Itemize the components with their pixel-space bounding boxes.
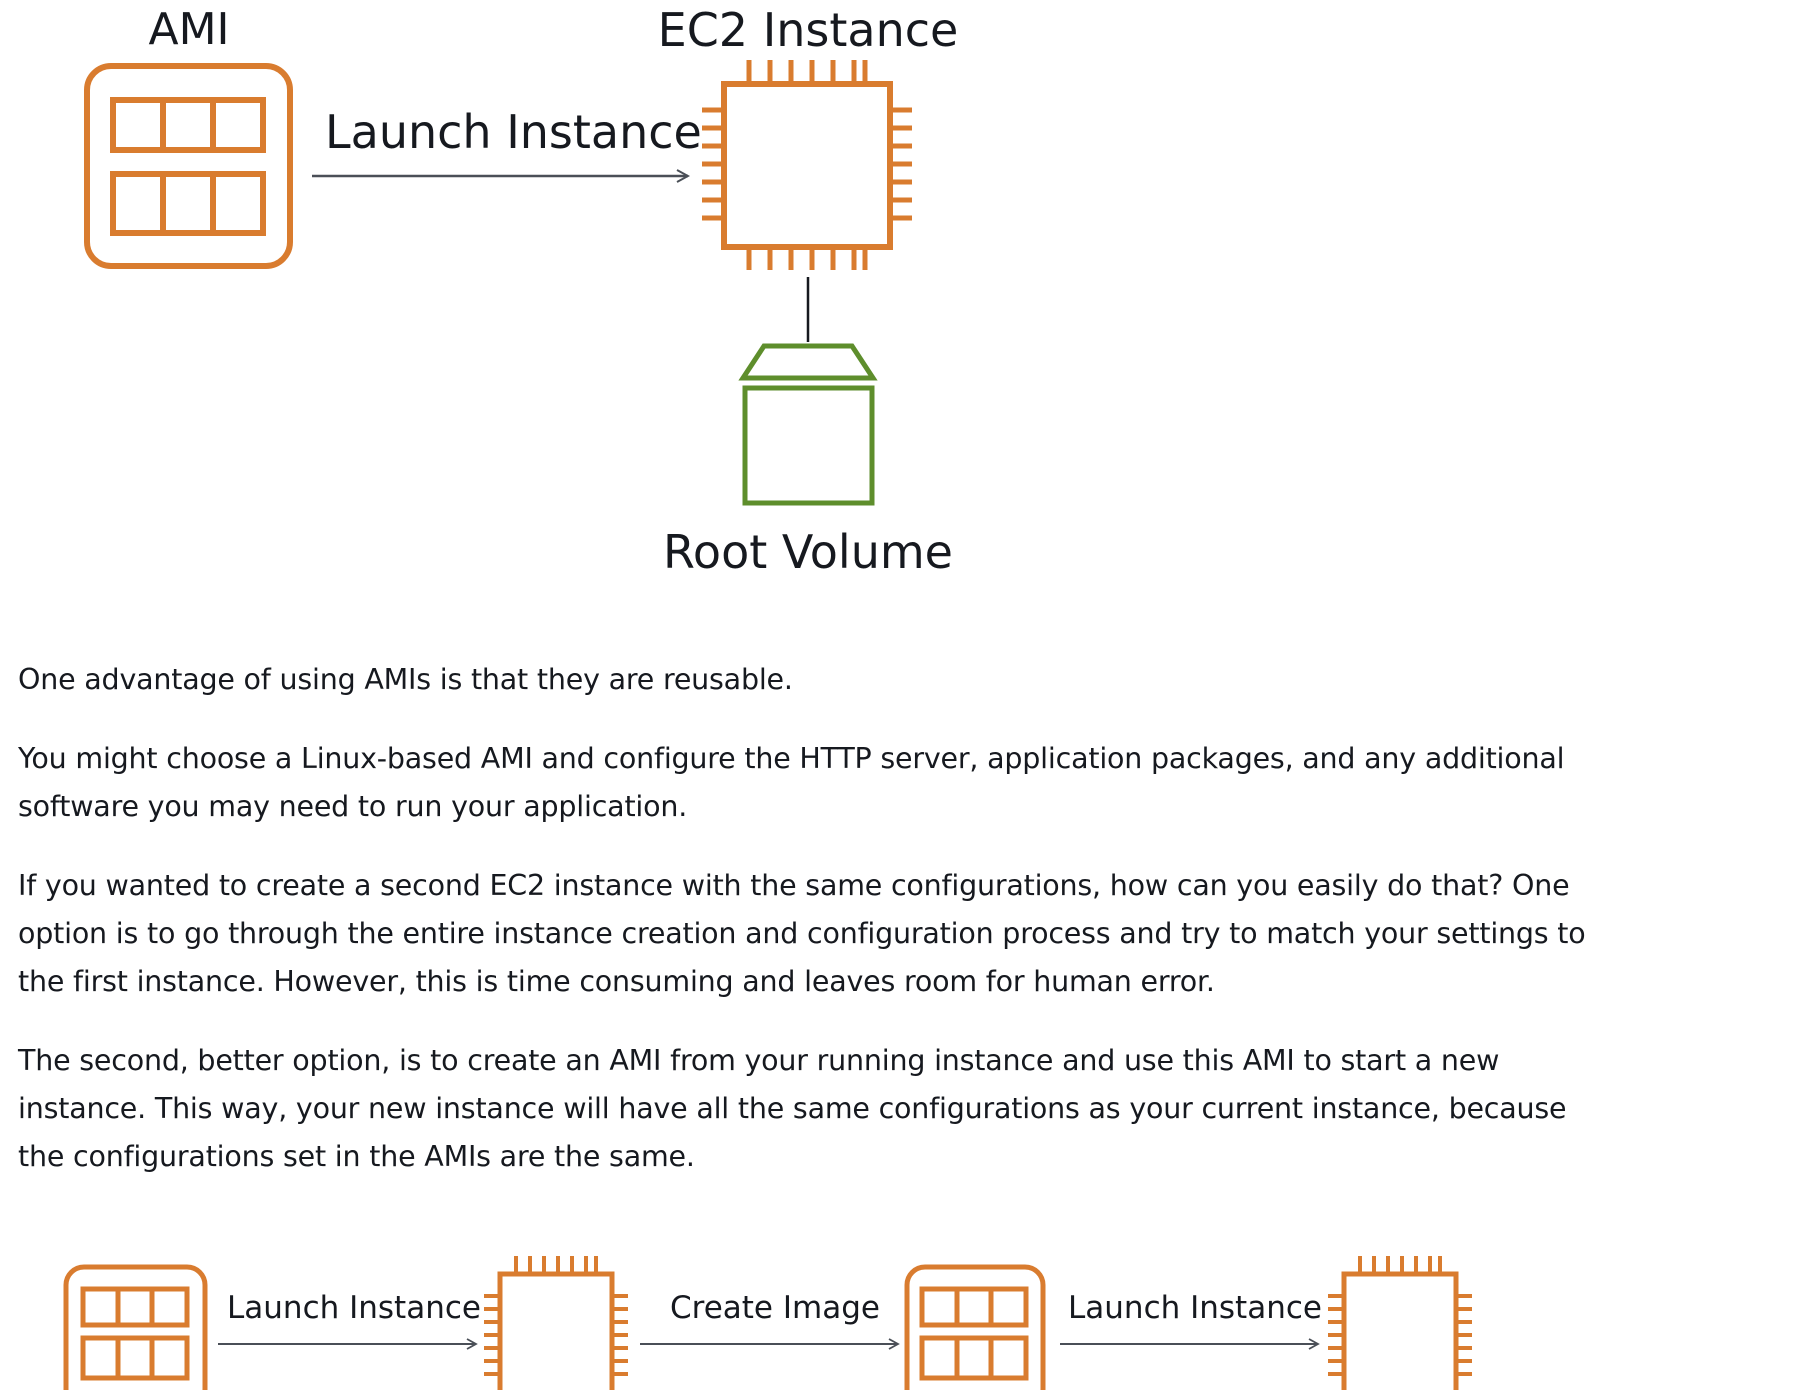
root-volume-icon xyxy=(738,343,878,506)
ami-icon xyxy=(84,63,293,269)
ami-label: AMI xyxy=(148,4,229,55)
launch-instance-label: Launch Instance xyxy=(325,105,702,159)
paragraph-linux-ami: You might choose a Linux-based AMI and c… xyxy=(18,742,1565,823)
article-body: One advantage of using AMIs is that they… xyxy=(18,656,1618,1212)
ami-icon xyxy=(904,1264,1046,1390)
step1-launch-instance-label: Launch Instance xyxy=(227,1290,481,1326)
paragraph-reusable: One advantage of using AMIs is that they… xyxy=(18,663,793,696)
paragraph-second-instance: If you wanted to create a second EC2 ins… xyxy=(18,869,1586,998)
paragraph-better-option: The second, better option, is to create … xyxy=(18,1044,1567,1173)
create-image-diagram: Launch Instance Create Image Launch Inst… xyxy=(63,1256,1472,1390)
ec2-instance-icon xyxy=(702,60,912,270)
step2-create-image-label: Create Image xyxy=(670,1290,880,1326)
ami-icon xyxy=(63,1264,208,1390)
ec2-instance-icon xyxy=(1328,1256,1472,1390)
ami-launch-diagram: AMI Launch Instance EC2 Instance xyxy=(84,3,959,579)
root-volume-label: Root Volume xyxy=(663,525,953,579)
step3-launch-instance-label: Launch Instance xyxy=(1068,1290,1322,1326)
ec2-instance-icon xyxy=(484,1256,628,1390)
ec2-instance-label: EC2 Instance xyxy=(658,3,959,57)
